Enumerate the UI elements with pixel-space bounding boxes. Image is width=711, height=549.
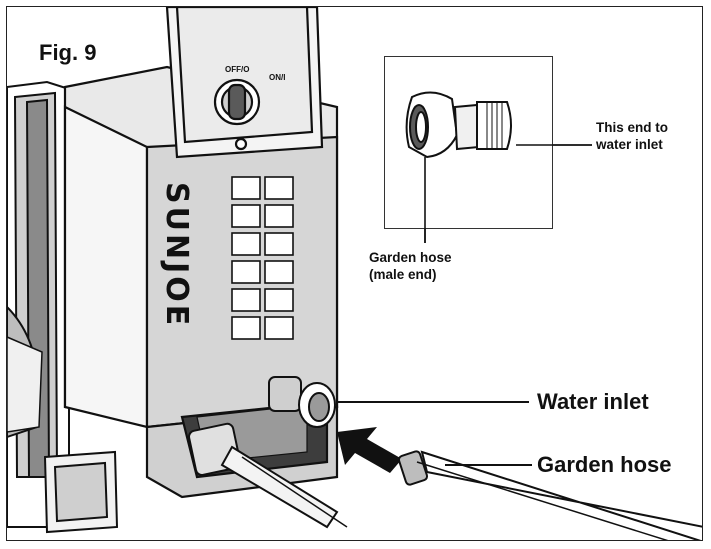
callout-water-inlet: Water inlet (537, 389, 649, 414)
figure-frame: SUNJOE OFF/O ON/I Fig. 9 This end to wat… (6, 6, 703, 541)
washer-body (63, 7, 339, 499)
inset-label-line-1: This end to (596, 120, 668, 135)
dial-on-label: ON/I (269, 73, 286, 82)
inset-label-line-2: (male end) (369, 267, 437, 282)
inset-label-garden-hose-end: Garden hose (male end) (369, 249, 452, 283)
washer-handle (7, 80, 70, 528)
outlet-connector (188, 422, 348, 529)
inset-label-line-2: water inlet (596, 137, 663, 152)
callout-garden-hose: Garden hose (537, 452, 672, 477)
garden-hose (397, 450, 702, 540)
washer-foot (43, 450, 119, 534)
inset-detail-box (384, 56, 553, 229)
inset-label-line-1: Garden hose (369, 250, 452, 265)
brand-logo: SUNJOE (159, 182, 194, 329)
dial-off-label: OFF/O (225, 65, 250, 74)
inset-label-water-inlet-end: This end to water inlet (596, 119, 668, 153)
callout-lines (337, 401, 532, 466)
water-inlet-fitting (268, 376, 336, 428)
figure-title: Fig. 9 (35, 41, 101, 65)
insert-direction-arrow (337, 427, 402, 473)
